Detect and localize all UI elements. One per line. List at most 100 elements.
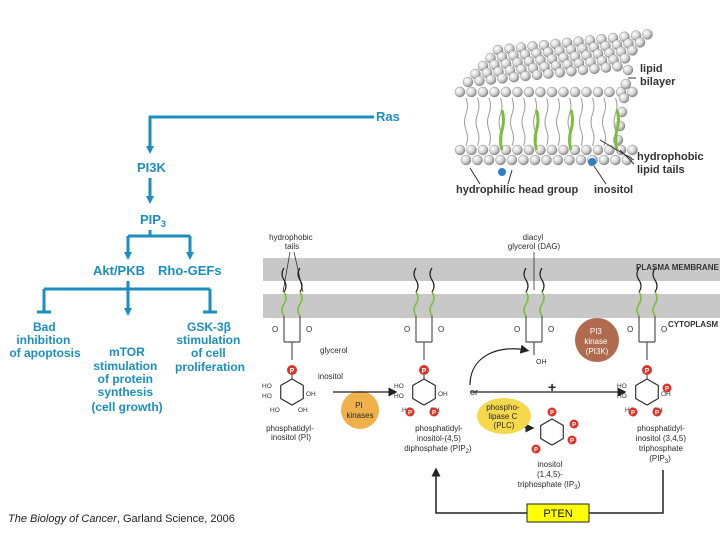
pi3-kinase-label: PI3 kinase (PI3K) bbox=[584, 327, 609, 356]
head-group-ball bbox=[477, 144, 489, 156]
head-group-ball bbox=[529, 154, 541, 166]
head-group-ball bbox=[554, 67, 566, 78]
phosphate-circle bbox=[567, 435, 577, 445]
inositol-ring bbox=[280, 378, 304, 406]
ras-label: Ras bbox=[376, 109, 400, 124]
ring-substituent: HO bbox=[394, 383, 404, 390]
pten-box bbox=[526, 503, 590, 523]
head-group-ball bbox=[454, 144, 466, 156]
fatty-acid-tail bbox=[281, 267, 287, 293]
plc-label: phospho- lipase C (PLC) bbox=[486, 403, 522, 430]
lipid-molecules: OOPHOHOHOOHOHOOPHOHOHOOHOHPPOOOHOOPHOHOH… bbox=[262, 267, 672, 454]
oxygen-atom: O bbox=[438, 325, 444, 334]
or-label: or bbox=[470, 387, 478, 397]
head-group-ball bbox=[581, 144, 592, 156]
head-group-ball bbox=[634, 37, 646, 48]
phosphate-label: P bbox=[408, 411, 412, 417]
ring-substituent: HO bbox=[394, 393, 404, 400]
plc-bubble bbox=[477, 398, 531, 434]
head-group-ball bbox=[575, 154, 587, 166]
lipid-tail bbox=[521, 97, 526, 147]
fatty-acid-tail-lower bbox=[281, 291, 287, 317]
head-group-ball bbox=[506, 154, 518, 166]
glycerol-backbone bbox=[638, 316, 656, 360]
phosphate-label: P bbox=[534, 448, 538, 454]
inositol-head-marker bbox=[588, 158, 596, 166]
head-group-ball bbox=[546, 144, 558, 156]
ring-substituent: HO bbox=[270, 407, 280, 414]
inositol-ring bbox=[540, 418, 564, 446]
phosphate-label: P bbox=[290, 368, 295, 375]
inositol-ring bbox=[412, 378, 436, 406]
phosphate-label: P bbox=[570, 439, 574, 445]
glycerol-backbone bbox=[283, 316, 301, 360]
phosphate-label: P bbox=[550, 411, 554, 417]
head-group-ball bbox=[620, 78, 632, 90]
head-group-ball bbox=[495, 154, 506, 166]
pip2-to-dag-arrow bbox=[469, 344, 530, 386]
head-group-ball bbox=[642, 29, 653, 40]
fatty-acid-tail-lower bbox=[429, 291, 435, 317]
inositol-ring bbox=[635, 378, 659, 406]
lipid-bilayer-illustration: lipid bilayer hydrophobic lipid tails hy… bbox=[454, 29, 704, 196]
phosphate-circle bbox=[628, 407, 638, 417]
glycerol-backbone bbox=[525, 316, 543, 355]
phosphate-label: P bbox=[631, 411, 635, 417]
ring-substituent: OH bbox=[306, 391, 316, 398]
plasma-membrane-band-top bbox=[263, 258, 720, 281]
phosphate-label: P bbox=[572, 423, 576, 429]
head-group-ball bbox=[474, 75, 485, 87]
inositol-label: inositol bbox=[318, 372, 343, 381]
head-group-ball bbox=[508, 71, 520, 83]
bad-inhibit-line bbox=[37, 289, 51, 314]
head-group-ball bbox=[569, 86, 581, 98]
ras-to-pi3k-line bbox=[146, 115, 374, 154]
membrane-schematic: PLASMA MEMBRANE CYTOPLASM hydrophobic ta… bbox=[262, 233, 720, 523]
fatty-acid-tail bbox=[413, 267, 419, 293]
bilayer-head-groups bbox=[454, 29, 653, 166]
head-group-ball bbox=[489, 86, 500, 98]
oxygen-atom: O bbox=[548, 325, 554, 334]
fatty-acid-tail-lower bbox=[297, 291, 303, 317]
head-group-ball bbox=[520, 70, 531, 82]
mtor-label: mTOR bbox=[109, 345, 145, 359]
head-group-ball bbox=[541, 154, 552, 166]
fatty-acid-tail bbox=[652, 267, 658, 293]
phosphate-label: P bbox=[645, 368, 650, 375]
head-group-ball bbox=[483, 154, 495, 166]
head-group-ball bbox=[577, 64, 589, 76]
oxygen-atom: O bbox=[514, 325, 520, 334]
head-group-ball bbox=[598, 154, 610, 166]
head-group-ball bbox=[619, 53, 631, 64]
pi-kinases-bubble bbox=[341, 391, 379, 429]
ring-substituent: OH bbox=[661, 391, 671, 398]
signaling-pathway: Ras PI3K PIP3 Akt/PKB Rho-GEFs Bad inhib… bbox=[9, 109, 400, 414]
rho-gefs-label: Rho-GEFs bbox=[158, 263, 222, 278]
inositol-head-marker bbox=[498, 168, 506, 176]
fatty-acid-tail bbox=[429, 267, 435, 293]
head-group-ball bbox=[618, 92, 630, 104]
head-group-ball bbox=[581, 86, 592, 98]
fatty-acid-tail-lower bbox=[413, 291, 419, 317]
head-group-ball bbox=[454, 86, 466, 98]
akt-label: Akt/PKB bbox=[93, 263, 145, 278]
gsk3b-label: GSK-3β bbox=[187, 320, 231, 334]
lipid-tail bbox=[487, 97, 491, 147]
oxygen-atom: O bbox=[272, 325, 278, 334]
head-group-ball bbox=[552, 154, 564, 166]
lipid-tail-highlight bbox=[614, 109, 620, 151]
fatty-acid-tail bbox=[636, 267, 642, 293]
lipid-tail bbox=[556, 97, 560, 147]
head-group-ball bbox=[627, 45, 638, 56]
plasma-membrane-label: PLASMA MEMBRANE bbox=[636, 263, 719, 272]
phosphate-circle bbox=[531, 444, 541, 454]
pi-kinases-label: PI kinases bbox=[346, 401, 373, 420]
head-group-ball bbox=[466, 86, 477, 98]
phosphate-circle bbox=[642, 365, 652, 375]
head-group-ball bbox=[604, 144, 615, 156]
ring-substituent: HO bbox=[262, 383, 272, 390]
head-group-ball bbox=[489, 144, 500, 156]
caption-book-title: The Biology of Cancer bbox=[8, 513, 117, 525]
head-group-ball bbox=[566, 65, 577, 77]
